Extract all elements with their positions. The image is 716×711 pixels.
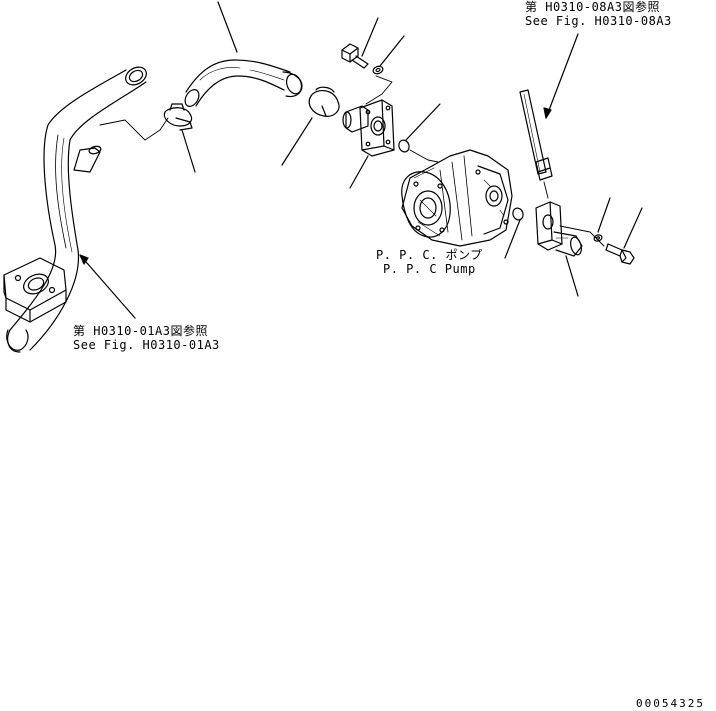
bolt-top — [341, 43, 369, 69]
assembly-line-right — [559, 225, 605, 247]
leader-elbow-right — [565, 255, 579, 297]
assembly-line-hose — [543, 181, 549, 199]
hose-clamp-left — [163, 103, 193, 131]
leader-ref-08a3 — [545, 33, 579, 119]
assembly-line-pump-left — [409, 149, 439, 163]
reference-fig-08a3: 第 H0310-08A3図参照 See Fig. H0310-08A3 — [525, 0, 672, 28]
suction-tube — [3, 66, 147, 353]
rubber-hose — [184, 59, 303, 107]
arrowhead — [79, 254, 89, 265]
leader-hose — [217, 1, 238, 53]
leader-clamp-left — [181, 129, 196, 173]
assembly-line-clamp — [99, 117, 169, 141]
leader-clamp-middle — [281, 117, 313, 166]
leader-washer-top — [379, 35, 405, 67]
pump-label-jp: P. P. C. ポンプ — [376, 248, 483, 262]
reference-fig-01a3-en: See Fig. H0310-01A3 — [73, 338, 220, 352]
reference-fig-08a3-jp: 第 H0310-08A3図参照 — [525, 0, 660, 14]
leader-washer-right — [597, 197, 611, 233]
leader-o-ring-right — [504, 219, 521, 259]
washer-right — [593, 234, 603, 242]
leader-o-ring-left — [405, 103, 441, 141]
pump-label: P. P. C. ポンプ P. P. C Pump — [376, 248, 483, 276]
washer-top — [372, 65, 384, 75]
hose-clamp-middle — [308, 86, 340, 117]
delivery-hose — [519, 89, 553, 181]
leader-ref-01a3 — [79, 254, 136, 319]
pump-label-en: P. P. C Pump — [382, 262, 476, 276]
leader-bolt-right — [623, 207, 643, 249]
bolt-right — [605, 243, 635, 265]
reference-fig-01a3: 第 H0310-01A3図参照 See Fig. H0310-01A3 — [73, 324, 220, 352]
reference-fig-01a3-jp: 第 H0310-01A3図参照 — [73, 324, 208, 338]
o-ring-right — [512, 207, 524, 221]
arrowhead — [543, 107, 552, 119]
elbow-flange-fitting — [342, 99, 395, 157]
o-ring-left — [398, 139, 410, 153]
assembly-line-bolt — [365, 75, 393, 105]
ppc-pump — [401, 149, 513, 247]
leader-bolt-top — [361, 17, 379, 57]
reference-fig-08a3-en: See Fig. H0310-08A3 — [525, 14, 672, 28]
elbow-fitting-right — [535, 201, 583, 257]
document-number: 00054325 — [636, 697, 705, 710]
leader-elbow — [349, 155, 369, 189]
